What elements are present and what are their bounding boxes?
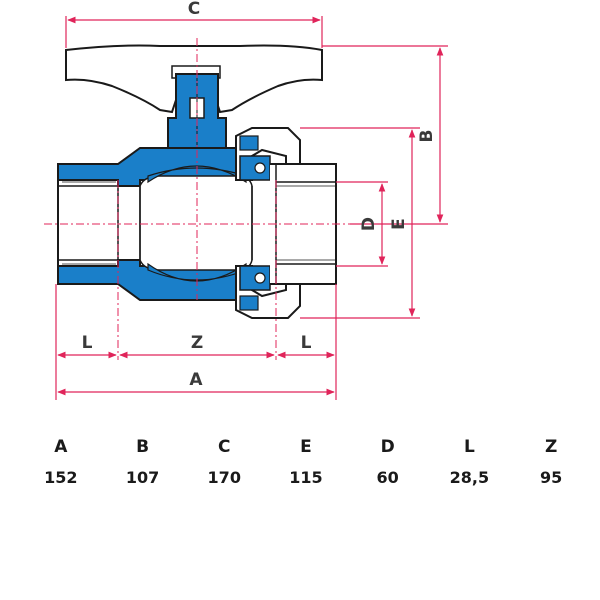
header-e: E	[300, 437, 312, 457]
label-l-right: L	[301, 333, 312, 353]
label-z: Z	[191, 333, 203, 353]
label-a: A	[189, 370, 203, 390]
value-b: 107	[125, 467, 160, 487]
label-e: E	[389, 218, 409, 230]
label-b: B	[417, 130, 437, 143]
label-d: D	[359, 217, 379, 231]
valve-body	[57, 147, 253, 301]
value-d: 60	[376, 467, 399, 487]
value-z: 95	[539, 467, 563, 487]
table-header-row: A B C E D L Z	[20, 432, 592, 462]
table-value-row: 152 107 170 115 60 28,5 95	[20, 462, 592, 492]
header-c: C	[218, 437, 231, 457]
label-l-left: L	[82, 333, 93, 353]
center-lines	[44, 38, 350, 360]
dimension-lines	[55, 16, 448, 400]
value-e: 115	[289, 467, 323, 487]
value-l: 28,5	[449, 467, 490, 487]
header-a: A	[54, 437, 68, 457]
label-c: C	[188, 0, 200, 19]
header-z: Z	[544, 437, 558, 457]
header-l: L	[463, 437, 475, 457]
valve-drawing: C B E D L Z L A	[44, 0, 448, 400]
header-d: D	[380, 437, 395, 457]
value-c: 170	[207, 467, 241, 487]
header-b: B	[136, 437, 150, 457]
value-a: 152	[44, 467, 78, 487]
union-nut	[235, 127, 301, 319]
dimension-table: A B C E D L Z 152 107 170 115 60 28,5 95	[20, 432, 592, 492]
